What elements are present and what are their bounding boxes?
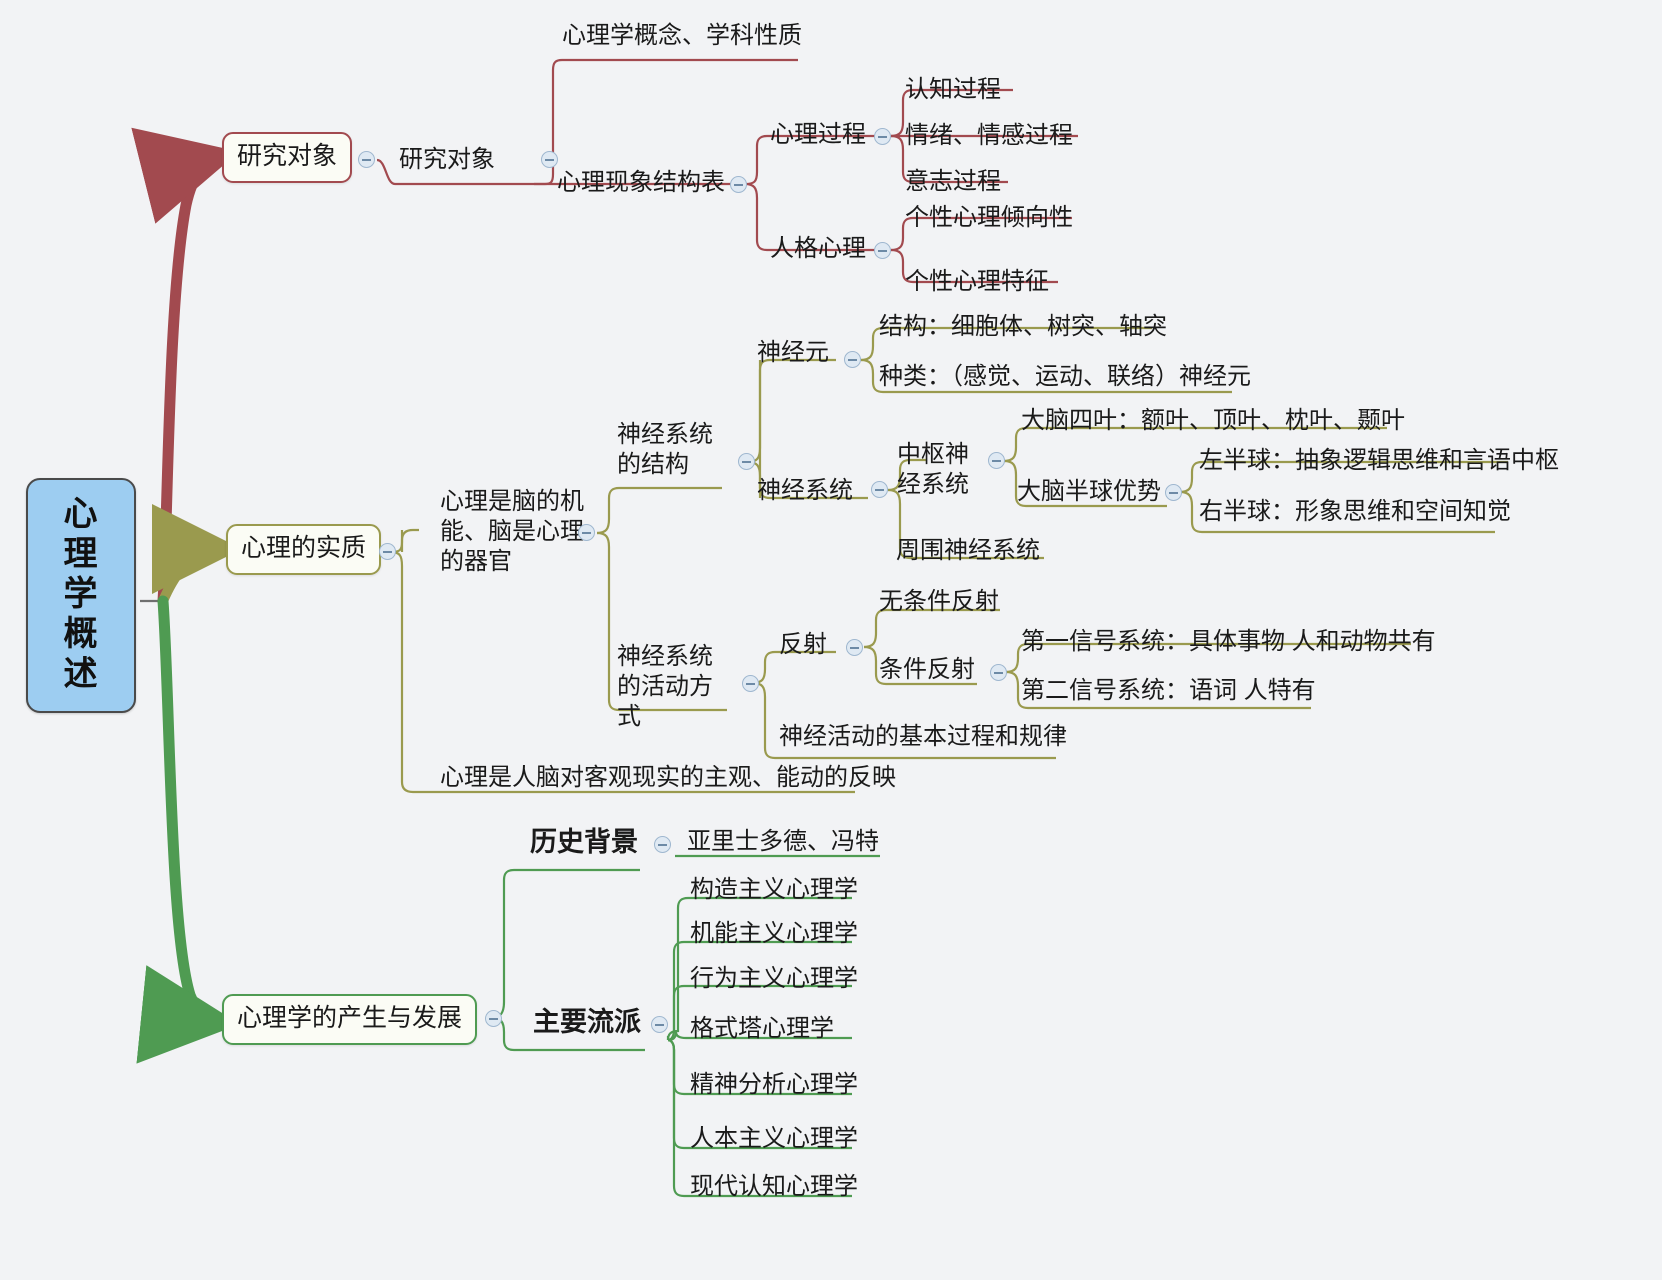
node-historical-background[interactable]: 历史背景 [530, 827, 638, 857]
node-research-object-sub[interactable]: 研究对象 [399, 146, 495, 173]
node-unconditioned-reflex[interactable]: 无条件反射 [879, 588, 999, 615]
node-peripheral-nervous-system[interactable]: 周围神经系统 [896, 537, 1040, 564]
toggle-research-object[interactable] [358, 151, 375, 168]
node-hemisphere-dominance[interactable]: 大脑半球优势 [1017, 478, 1161, 505]
branch-origin-development[interactable]: 心理学的产生与发展 [222, 994, 478, 1046]
toggle-mental-phenomena-table[interactable] [730, 176, 747, 193]
branch-research-object[interactable]: 研究对象 [222, 132, 353, 184]
node-school-humanistic[interactable]: 人本主义心理学 [690, 1125, 858, 1152]
node-nervous-system[interactable]: 神经系统 [757, 477, 853, 504]
node-neuron-structure[interactable]: 结构：细胞体、树突、轴突 [879, 313, 1167, 340]
node-personality-psychology[interactable]: 人格心理 [770, 235, 866, 262]
node-emotion-process[interactable]: 情绪、情感过程 [905, 122, 1073, 149]
node-personality-tendency[interactable]: 个性心理倾向性 [905, 204, 1073, 231]
node-school-behaviorism[interactable]: 行为主义心理学 [690, 965, 858, 992]
node-left-hemisphere[interactable]: 左半球：抽象逻辑思维和言语中枢 [1199, 447, 1559, 474]
node-conditioned-reflex[interactable]: 条件反射 [879, 656, 975, 683]
toggle-neuron[interactable] [844, 351, 861, 368]
toggle-major-schools[interactable] [651, 1016, 668, 1033]
node-cognitive-process[interactable]: 认知过程 [905, 76, 1001, 103]
toggle-nervous-system-structure[interactable] [738, 453, 755, 470]
root-char-4: 述 [63, 655, 99, 694]
toggle-nervous-system-activity[interactable] [742, 675, 759, 692]
node-four-lobes[interactable]: 大脑四叶：额叶、顶叶、枕叶、颞叶 [1021, 407, 1405, 434]
root-char-3: 概 [63, 615, 99, 654]
root-char-1: 理 [63, 535, 99, 574]
node-nervous-system-structure[interactable]: 神经系统的结构 [617, 421, 713, 478]
root-char-2: 学 [63, 575, 99, 614]
node-neural-activity-principles[interactable]: 神经活动的基本过程和规律 [779, 723, 1067, 750]
node-central-nervous-system[interactable]: 中枢神经系统 [897, 441, 969, 498]
toggle-origin-development[interactable] [485, 1010, 502, 1027]
toggle-nature-of-mind[interactable] [379, 543, 396, 560]
node-second-signal-system[interactable]: 第二信号系统：语词 人特有 [1021, 677, 1316, 704]
node-mental-phenomena-table[interactable]: 心理现象结构表 [557, 169, 725, 196]
toggle-conditioned-reflex[interactable] [990, 664, 1007, 681]
node-neuron[interactable]: 神经元 [757, 339, 829, 366]
root-char-0: 心 [63, 495, 99, 533]
node-first-signal-system[interactable]: 第一信号系统：具体事物 人和动物共有 [1021, 628, 1436, 655]
node-school-psychoanalysis[interactable]: 精神分析心理学 [690, 1071, 858, 1098]
node-school-cognitive[interactable]: 现代认知心理学 [690, 1173, 858, 1200]
node-mind-is-brain-function[interactable]: 心理是脑的机能、脑是心理的器官 [440, 488, 584, 575]
branch-nature-of-mind[interactable]: 心理的实质 [226, 524, 382, 576]
toggle-historical-background[interactable] [654, 836, 671, 853]
toggle-hemisphere-dominance[interactable] [1165, 484, 1182, 501]
node-school-functionalism[interactable]: 机能主义心理学 [690, 920, 858, 947]
node-aristotle-wundt[interactable]: 亚里士多德、冯特 [687, 828, 879, 855]
node-neuron-types[interactable]: 种类：（感觉、运动、联络）神经元 [879, 363, 1251, 390]
toggle-reflex[interactable] [846, 639, 863, 656]
toggle-mental-process[interactable] [874, 128, 891, 145]
node-reflex[interactable]: 反射 [779, 631, 827, 658]
node-nervous-system-activity[interactable]: 神经系统的活动方式 [617, 643, 713, 730]
toggle-personality-psychology[interactable] [874, 242, 891, 259]
toggle-nervous-system[interactable] [871, 481, 888, 498]
node-will-process[interactable]: 意志过程 [905, 168, 1001, 195]
node-mental-process[interactable]: 心理过程 [770, 121, 866, 148]
node-school-structuralism[interactable]: 构造主义心理学 [690, 876, 858, 903]
root-node[interactable]: 心 理 学 概 述 [26, 478, 136, 713]
toggle-research-object-sub[interactable] [541, 151, 558, 168]
node-right-hemisphere[interactable]: 右半球：形象思维和空间知觉 [1199, 498, 1511, 525]
node-psychology-concept[interactable]: 心理学概念、学科性质 [562, 22, 802, 49]
node-personality-traits[interactable]: 个性心理特征 [905, 268, 1049, 295]
node-school-gestalt[interactable]: 格式塔心理学 [690, 1015, 834, 1042]
node-mind-reflects-reality[interactable]: 心理是人脑对客观现实的主观、能动的反映 [440, 764, 896, 791]
node-major-schools[interactable]: 主要流派 [533, 1007, 641, 1037]
toggle-central-nervous-system[interactable] [988, 452, 1005, 469]
toggle-mind-is-brain-function[interactable] [578, 524, 595, 541]
